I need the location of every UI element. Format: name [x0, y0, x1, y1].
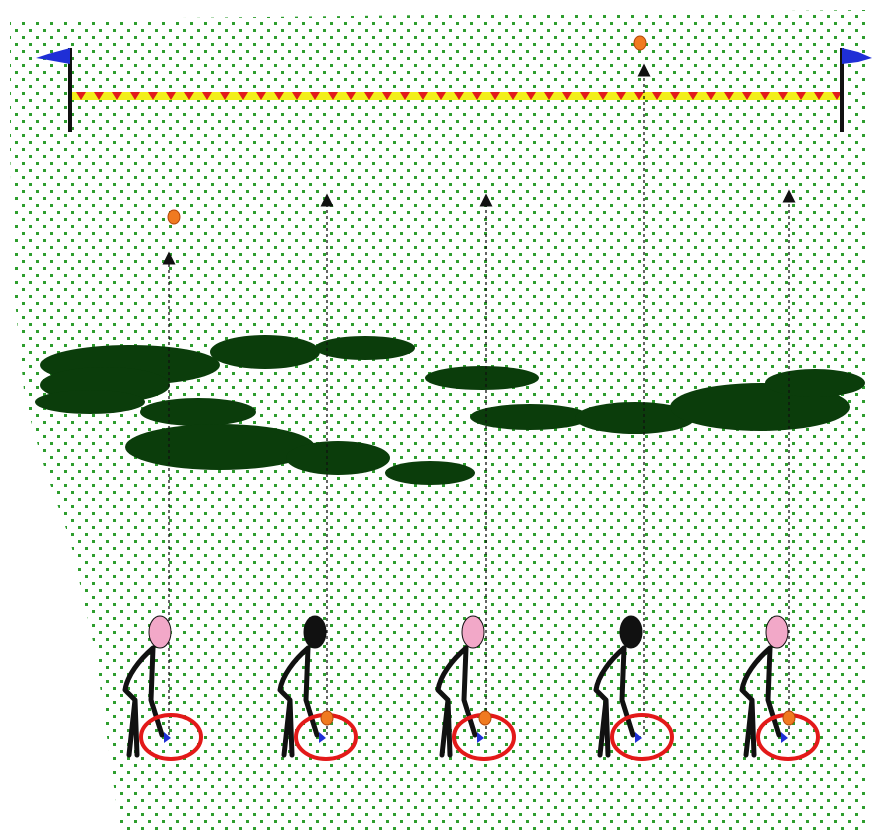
golf-ball-icon — [479, 711, 491, 725]
golfer-head — [620, 616, 642, 648]
bush-icon — [425, 366, 539, 390]
bush-icon — [315, 336, 415, 360]
bush-icon — [385, 461, 475, 485]
golfer-head — [149, 616, 171, 648]
bush-icon — [470, 404, 590, 430]
bush-icon — [286, 441, 390, 475]
golfer-head — [462, 616, 484, 648]
golf-ball-icon — [634, 36, 646, 50]
bush-icon — [140, 398, 256, 426]
bush-icon — [125, 424, 315, 470]
golf-ball-icon — [168, 210, 180, 224]
bush-icon — [35, 390, 145, 414]
golf-ball-icon — [783, 711, 795, 725]
golfer-head — [304, 616, 326, 648]
bush-icon — [210, 335, 320, 369]
golfer-head — [766, 616, 788, 648]
golf-ball-icon — [321, 711, 333, 725]
boundary-rope — [72, 92, 842, 100]
bush-icon — [765, 369, 865, 397]
